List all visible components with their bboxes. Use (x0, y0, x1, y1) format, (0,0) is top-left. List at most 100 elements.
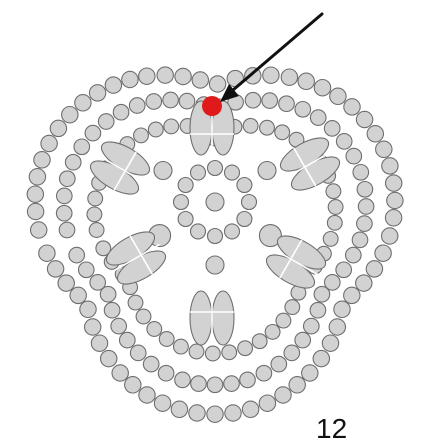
outer-ring-bead (27, 203, 43, 219)
middle-ring-bead (310, 110, 326, 126)
inner-ring-bead (328, 200, 343, 215)
outer-ring-bead (62, 107, 78, 123)
inner-ring-bead (87, 207, 102, 222)
core-ring-bead (225, 224, 240, 239)
inner-ring-bead (148, 122, 163, 137)
outer-ring-bead (75, 95, 91, 111)
outer-ring-bead (366, 261, 382, 277)
inner-ring-bead (276, 313, 291, 328)
middle-ring-bead (256, 365, 272, 381)
middle-ring-bead (310, 302, 326, 318)
middle-ring-bead (69, 247, 85, 263)
inner-ring-bead (323, 232, 338, 247)
spacer-bead (154, 162, 172, 180)
core-ring-bead (225, 165, 240, 180)
outer-ring-bead (157, 67, 173, 83)
outer-ring-bead (105, 77, 121, 93)
outer-ring-bead (385, 210, 401, 226)
inner-ring-bead (136, 309, 151, 324)
step-number: 12 (316, 414, 366, 444)
outer-ring-bead (356, 275, 372, 291)
center-bead (206, 193, 224, 211)
outer-ring-bead (209, 76, 225, 92)
middle-ring-bead (324, 121, 340, 137)
outer-ring-bead (344, 99, 360, 115)
outer-ring-bead (39, 245, 55, 261)
middle-ring-bead (353, 165, 369, 181)
core-ring-bead (237, 178, 252, 193)
middle-ring-bead (358, 199, 374, 215)
inner-ring-bead (243, 118, 258, 133)
inner-ring-bead (260, 120, 275, 135)
outer-ring-bead (289, 377, 305, 393)
outer-ring-bead (89, 85, 105, 101)
middle-ring-bead (146, 94, 162, 110)
outer-ring-bead (263, 67, 279, 83)
inner-ring-bead (222, 345, 237, 360)
outer-ring-bead (207, 406, 223, 422)
outer-ring-bead (125, 377, 141, 393)
outer-ring-bead (242, 401, 258, 417)
middle-ring-bead (65, 154, 81, 170)
core-ring-bead (178, 178, 193, 193)
middle-ring-bead (314, 286, 330, 302)
inner-ring-bead (164, 119, 179, 134)
middle-ring-bead (346, 148, 362, 164)
outer-ring-bead (189, 405, 205, 421)
middle-ring-bead (60, 171, 76, 187)
inner-ring-bead (205, 346, 220, 361)
outer-ring-bead (112, 365, 128, 381)
outer-ring-bead (281, 69, 297, 85)
red-bead-marker (202, 96, 222, 116)
inner-ring-bead (89, 223, 104, 238)
inner-ring-bead (285, 300, 300, 315)
middle-ring-bead (304, 318, 320, 334)
outer-ring-bead (344, 287, 360, 303)
core-ring-bead (191, 165, 206, 180)
middle-ring-bead (284, 345, 300, 361)
outer-ring-bead (122, 71, 138, 87)
middle-ring-bead (346, 247, 362, 263)
outer-ring-bead (330, 88, 346, 104)
middle-ring-bead (179, 93, 195, 109)
middle-ring-bead (352, 232, 368, 248)
middle-ring-bead (120, 332, 136, 348)
inner-ring-bead (88, 191, 103, 206)
middle-ring-bead (98, 114, 114, 130)
outer-ring-bead (192, 72, 208, 88)
outer-ring-bead (27, 186, 43, 202)
spacer-bead (258, 162, 276, 180)
inner-ring-bead (265, 325, 280, 340)
outer-ring-bead (29, 169, 45, 185)
middle-ring-bead (336, 134, 352, 150)
middle-ring-bead (336, 262, 352, 278)
outer-ring-bead (139, 68, 155, 84)
core-ring-bead (242, 195, 257, 210)
inner-ring-bead (326, 184, 341, 199)
outer-ring-bead (302, 365, 318, 381)
outer-ring-bead (47, 261, 63, 277)
middle-ring-bead (357, 182, 373, 198)
outer-ring-bead (171, 401, 187, 417)
outer-ring-bead (314, 80, 330, 96)
middle-ring-bead (262, 93, 278, 109)
outer-ring-bead (375, 245, 391, 261)
middle-ring-bead (129, 98, 145, 114)
bugle-bead (212, 291, 234, 345)
outer-ring-bead (101, 350, 117, 366)
middle-ring-bead (163, 92, 179, 108)
core-ring-bead (191, 224, 206, 239)
outer-ring-bead (31, 222, 47, 238)
middle-ring-bead (111, 318, 127, 334)
middle-ring-bead (74, 139, 90, 155)
middle-ring-bead (59, 222, 75, 238)
outer-ring-bead (367, 126, 383, 142)
outer-ring-bead (334, 301, 350, 317)
middle-ring-bead (240, 372, 256, 388)
middle-ring-bead (191, 376, 207, 392)
inner-ring-bead (134, 128, 149, 143)
outer-ring-bead (382, 158, 398, 174)
bottom-bugle-group (190, 291, 234, 345)
core-ring-bead (237, 212, 252, 227)
outer-ring-bead (70, 287, 86, 303)
